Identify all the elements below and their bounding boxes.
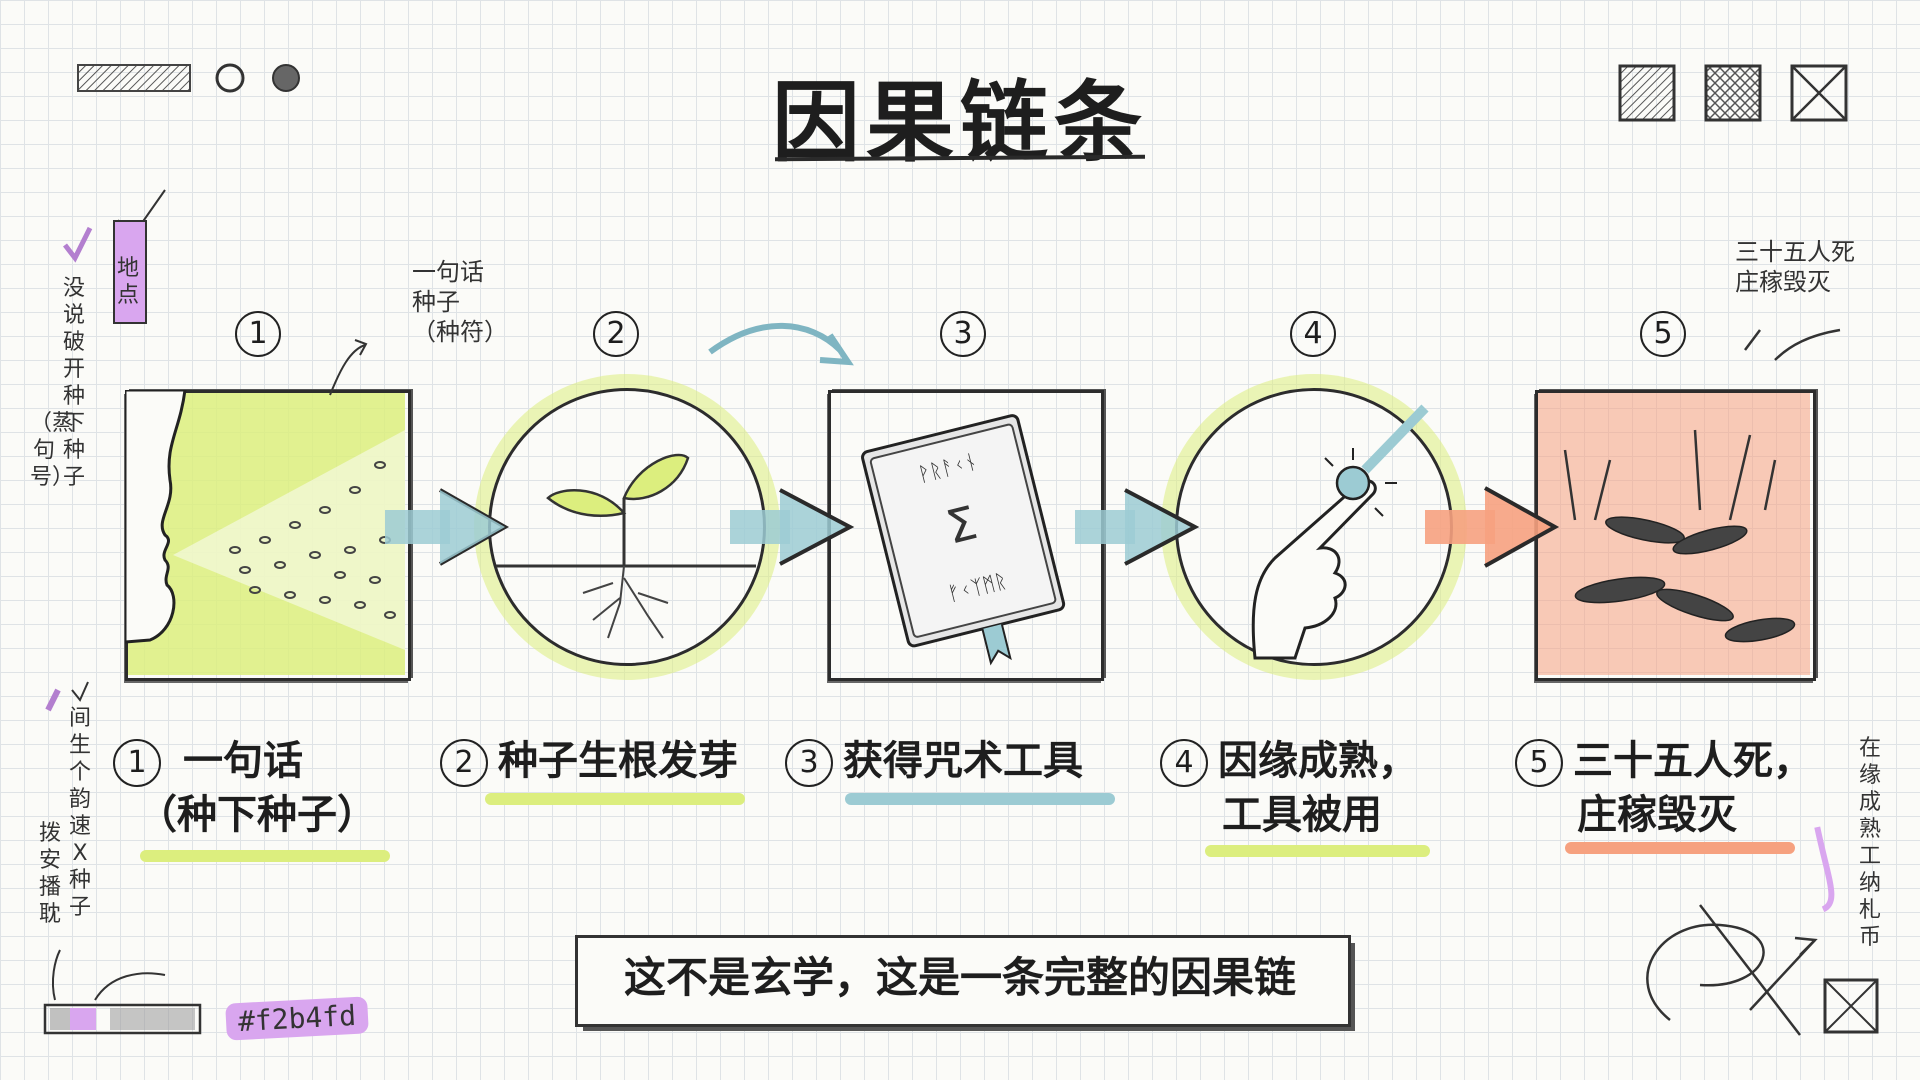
step-5-number: 5	[1640, 311, 1686, 357]
step-4-illustration	[1251, 404, 1429, 660]
step-3-number: 3	[940, 311, 986, 357]
curved-arrow	[708, 322, 843, 355]
seed-note: 一句话 种子 （种符）	[412, 258, 508, 346]
step-4-number: 4	[1290, 311, 1336, 357]
arrow-2-3	[730, 488, 855, 566]
caption-text: 这不是玄学，这是一条完整的因果链	[623, 953, 1296, 1002]
caption-box	[575, 935, 1351, 1027]
location-tag: 地点	[116, 256, 139, 308]
left-vertical-paren-note: （蒸句号）	[30, 411, 75, 490]
step-4-underline	[1205, 845, 1430, 857]
arrow-1-2	[385, 488, 510, 566]
bottom-left-decoration	[43, 949, 202, 1035]
color-tag: #f2b4fd	[225, 996, 369, 1041]
top-left-decoration	[77, 63, 300, 93]
lower-left-note-1: 间生个韵速X种子	[68, 706, 91, 920]
step-1-number: 1	[235, 311, 281, 357]
step-2-number: 2	[593, 311, 639, 357]
step-3-label-number: 3	[785, 739, 833, 787]
location-tag-bg	[113, 220, 147, 324]
arrow-4-5	[1425, 486, 1560, 568]
step-1-underline	[140, 850, 390, 862]
step-3-illustration: Σ ᚹᚱᚨᚲᚾ ᚠᚲᛉᛗᚱ	[861, 414, 1066, 666]
step-1-illustration	[125, 390, 405, 650]
right-vertical-note: 在缘成熟工纳札币	[1858, 736, 1881, 950]
step-5-illustration	[1563, 429, 1796, 643]
arrow-3-4	[1075, 488, 1200, 566]
top-right-decoration	[1618, 64, 1848, 122]
step-2-illustration	[496, 453, 756, 639]
step-5-label-number: 5	[1515, 739, 1563, 787]
death-note: 三十五人死 庄稼毁灭	[1735, 238, 1855, 296]
step-1-label-number: 1	[113, 739, 161, 787]
step-5-underline	[1565, 842, 1795, 854]
step-4-label-number: 4	[1160, 739, 1208, 787]
step-2-underline	[485, 793, 745, 805]
lower-left-note-2: 拨安播耽	[38, 821, 61, 927]
step-3-underline	[845, 793, 1115, 805]
scribble-decoration	[1646, 904, 1818, 1036]
left-vertical-note: 没说破开种下种子	[62, 276, 85, 490]
step-2-label-number: 2	[440, 739, 488, 787]
